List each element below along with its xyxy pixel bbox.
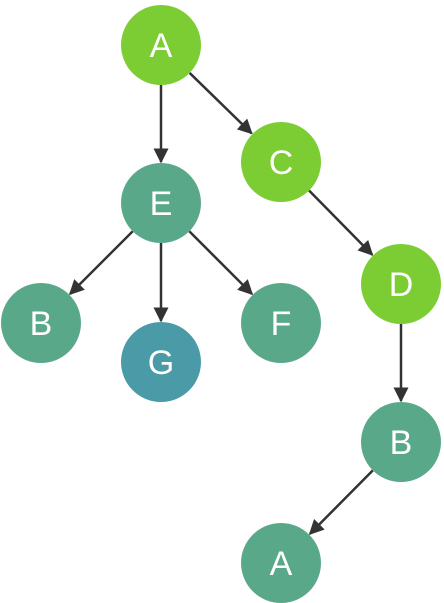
- edge-e-to-f: [188, 230, 254, 296]
- node-circle: [361, 244, 441, 324]
- node-a1: A: [121, 5, 201, 85]
- edge-e-to-b1: [68, 230, 134, 296]
- node-circle: [121, 322, 201, 402]
- node-d: D: [361, 244, 441, 324]
- nodes: A C D E B G F B A: [1, 5, 441, 603]
- node-g: G: [121, 322, 201, 402]
- node-circle: [241, 122, 321, 202]
- node-label: G: [148, 344, 174, 382]
- node-circle: [121, 163, 201, 243]
- edge-c-to-d: [308, 189, 374, 256]
- node-label: C: [269, 144, 294, 182]
- node-b2: B: [361, 402, 441, 482]
- node-circle: [1, 283, 81, 363]
- node-a2: A: [241, 523, 321, 603]
- node-circle: [241, 523, 321, 603]
- node-circle: [361, 402, 441, 482]
- node-circle: [241, 283, 321, 363]
- node-label: B: [390, 424, 413, 462]
- node-c: C: [241, 122, 321, 202]
- edges: [68, 72, 409, 535]
- node-label: D: [389, 266, 414, 304]
- node-label: B: [30, 305, 53, 343]
- node-f: F: [241, 283, 321, 363]
- node-circle: [121, 5, 201, 85]
- node-b1: B: [1, 283, 81, 363]
- edge-b2-to-a2: [308, 469, 374, 535]
- node-label: F: [271, 305, 292, 343]
- node-e: E: [121, 163, 201, 243]
- node-label: A: [270, 545, 293, 583]
- node-label: E: [150, 185, 173, 223]
- edge-a1-to-c: [188, 72, 253, 135]
- node-label: A: [150, 27, 173, 65]
